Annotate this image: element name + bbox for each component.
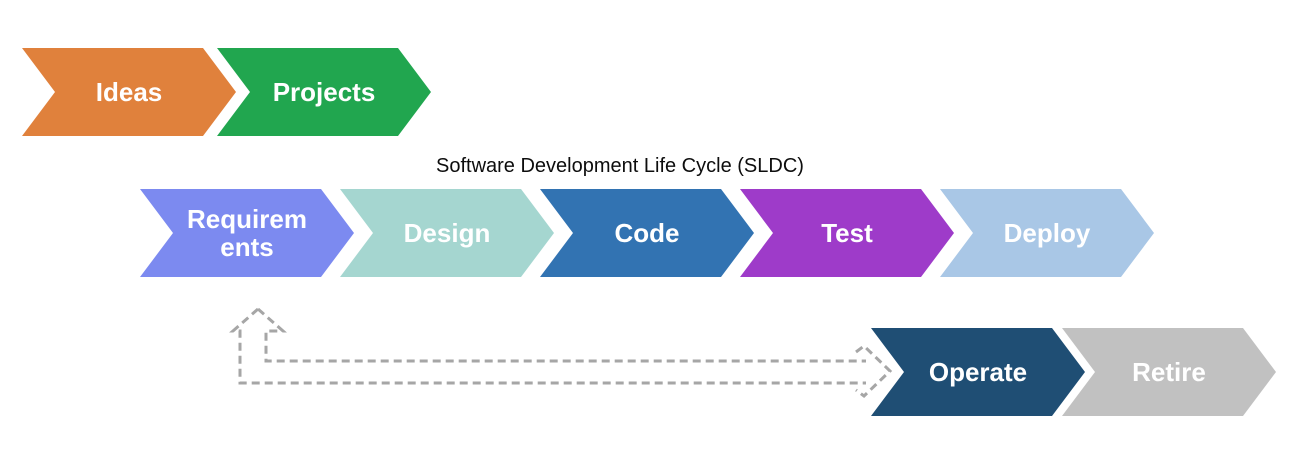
stage-code: Code bbox=[540, 189, 754, 277]
stage-code-label: Code bbox=[614, 217, 680, 248]
stage-retire: Retire bbox=[1062, 328, 1276, 416]
stage-ideas-label: Ideas bbox=[95, 76, 163, 107]
stage-projects: Projects bbox=[217, 48, 431, 136]
stage-operate: Operate bbox=[871, 328, 1085, 416]
stage-design-label: Design bbox=[403, 217, 491, 248]
stage-requirements-label: Requirements bbox=[187, 203, 307, 262]
diagram-title: Software Development Life Cycle (SLDC) bbox=[436, 155, 804, 177]
stage-projects-label: Projects bbox=[272, 76, 376, 107]
stage-operate-label: Operate bbox=[928, 356, 1028, 387]
stage-requirements: Requirements bbox=[140, 189, 354, 277]
stage-deploy-label: Deploy bbox=[1003, 217, 1091, 248]
stage-ideas: Ideas bbox=[22, 48, 236, 136]
stage-test: Test bbox=[740, 189, 954, 277]
stage-test-label: Test bbox=[821, 217, 873, 248]
stage-design: Design bbox=[340, 189, 554, 277]
stage-retire-label: Retire bbox=[1132, 356, 1206, 387]
stage-deploy: Deploy bbox=[940, 189, 1154, 277]
